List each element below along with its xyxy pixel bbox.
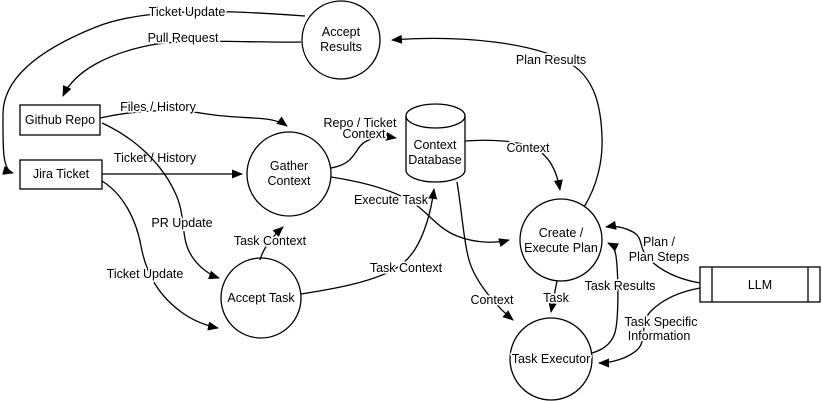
edge-label: PR Update [151, 216, 212, 230]
node-accept-results: Accept Results [301, 0, 381, 80]
jira-ticket-rect [19, 159, 103, 190]
node-task-executor: Task Executor [509, 317, 593, 401]
edge-accept-task-to-context-database: Task Context [300, 188, 444, 295]
edge-path [464, 139, 563, 191]
node-llm: LLM [699, 266, 821, 303]
llm-label: LLM [748, 278, 772, 292]
edge-path [391, 34, 603, 208]
edge-github-repo-to-gather-context: Files / History [99, 98, 288, 127]
edge-context-database-to-task-executor: Context [456, 181, 516, 321]
accept-results-circle [301, 0, 381, 80]
node-context-database: Context Database [405, 103, 466, 183]
context-database-cylinder-rim [405, 115, 466, 129]
edge-label: Task Specific [625, 315, 698, 329]
accept-results-label: Results [320, 40, 362, 54]
jira-ticket-label: Jira Ticket [33, 167, 90, 181]
edge-path [62, 40, 302, 97]
edge-label: Plan Steps [629, 250, 689, 264]
node-jira-ticket: Jira Ticket [19, 159, 103, 190]
edge-accept-task-to-gather-context: Task Context [232, 226, 308, 261]
edge-context-database-to-create-execute-plan: Context [464, 139, 563, 191]
edge-task-executor-to-create-execute-plan: Task Results [583, 242, 657, 354]
edge-github-repo-to-accept-task: PR Update [101, 122, 220, 280]
edge-label: Execute Task [354, 193, 429, 207]
edge-label: Plan Results [516, 53, 586, 67]
create-execute-plan-circle [519, 198, 603, 282]
task-executor-label: Task Executor [512, 352, 591, 366]
edge-label: Ticket Update [107, 267, 184, 281]
context-database-label: Database [408, 153, 462, 167]
context-database-label: Context [413, 138, 457, 152]
edge-path [259, 226, 284, 261]
edge-path [548, 280, 558, 313]
node-accept-task: Accept Task [220, 257, 302, 339]
edge-label: Pull Request [148, 31, 219, 45]
edge-path [598, 287, 701, 368]
accept-results-label: Accept [322, 25, 361, 39]
edge-gather-context-to-create-execute-plan: Execute Task [330, 176, 510, 247]
edge-path [2, 10, 306, 175]
edge-accept-results-to-github-repo: Pull Request [62, 29, 302, 97]
edge-label: Context [342, 127, 386, 141]
edge-path [456, 181, 514, 321]
node-gather-context: Gather Context [246, 131, 332, 217]
edge-create-execute-plan-to-task-executor: Task [541, 280, 571, 313]
edge-label: Information [628, 329, 691, 343]
edge-llm-to-create-execute-plan: Plan / Plan Steps [605, 220, 701, 284]
edge-path [101, 122, 220, 280]
edge-label: Ticket Update [149, 5, 226, 19]
edges: Ticket Update Pull Request Files / Histo… [2, 3, 701, 368]
create-execute-plan-label: Execute Plan [524, 241, 598, 255]
github-repo-label: Github Repo [25, 113, 95, 127]
edge-label: Context [470, 293, 514, 307]
edge-path [300, 188, 438, 295]
nodes: Accept Results Github Repo Jira Ticket G… [19, 0, 821, 401]
edge-accept-results-to-jira-ticket: Ticket Update [2, 3, 306, 175]
edge-jira-ticket-to-accept-task: Ticket Update [101, 180, 219, 331]
gather-context-label: Context [267, 174, 311, 188]
edge-label: Ticket / History [114, 151, 197, 165]
edge-label: Plan / [643, 235, 675, 249]
create-execute-plan-label: Create / [539, 226, 584, 240]
accept-task-label: Accept Task [227, 291, 295, 305]
edge-create-execute-plan-to-accept-results: Plan Results [391, 34, 603, 208]
node-github-repo: Github Repo [19, 104, 101, 136]
edge-jira-ticket-to-gather-context: Ticket / History [102, 149, 243, 179]
edge-path [591, 242, 619, 354]
edge-path [330, 131, 397, 169]
edge-label: Task [543, 291, 569, 305]
task-executor-circle [509, 317, 593, 401]
context-database-cylinder [405, 103, 466, 183]
edge-label: Files / History [120, 100, 196, 114]
edge-label: Repo / Ticket [324, 116, 397, 130]
edge-path [605, 220, 701, 284]
edge-label: Task Context [234, 234, 307, 248]
gather-context-circle [246, 131, 332, 217]
edge-llm-to-task-executor: Task Specific Information [598, 287, 701, 368]
llm-rect [699, 266, 821, 303]
edge-path [101, 180, 219, 331]
edge-label: Task Results [585, 279, 656, 293]
gather-context-label: Gather [270, 159, 308, 173]
edge-label: Context [506, 141, 550, 155]
edge-label: Task Context [370, 261, 443, 275]
github-repo-rect [19, 104, 101, 136]
edge-path [330, 176, 510, 247]
node-create-execute-plan: Create / Execute Plan [519, 198, 603, 282]
edge-path [99, 110, 288, 127]
edge-gather-context-to-context-database: Repo / Ticket Context [322, 114, 399, 169]
